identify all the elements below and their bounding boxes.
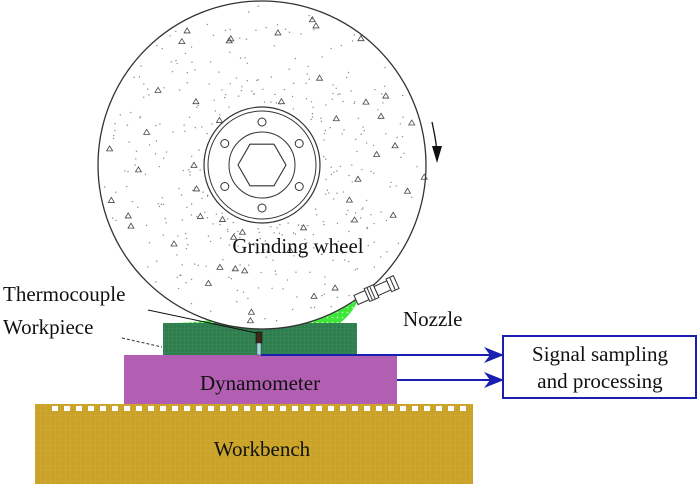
- bolt-hole: [294, 139, 304, 148]
- coolant-flow: [172, 300, 358, 324]
- workpiece-leader: [121, 337, 163, 348]
- workbench: Workbench: [35, 404, 473, 484]
- grinding-wheel-label: Grinding wheel: [232, 234, 363, 258]
- hex-hub: [237, 143, 287, 187]
- bolt-hole: [220, 139, 230, 148]
- bolt-hole: [220, 182, 230, 191]
- bolt-hole: [257, 203, 267, 213]
- rotation-arrow-icon: [431, 121, 442, 163]
- nozzle-label: Nozzle: [403, 307, 462, 331]
- bolt-hole: [257, 117, 267, 127]
- dynamometer: Dynamometer: [124, 355, 397, 404]
- signal-box-line2: and processing: [537, 369, 663, 393]
- bolt-hole: [294, 182, 304, 191]
- signal-box-line1: Signal sampling: [532, 342, 668, 366]
- thermocouple-label: Thermocouple: [3, 282, 125, 306]
- workbench-slots: [52, 406, 466, 411]
- flange-bolts: [220, 117, 304, 213]
- thermocouple-leader: [147, 309, 258, 334]
- workpiece-label: Workpiece: [3, 315, 93, 339]
- dynamometer-label: Dynamometer: [200, 371, 320, 395]
- nozzle-icon: [353, 275, 400, 306]
- abrasive-grains: [103, 5, 428, 324]
- signal-processing-box: Signal sampling and processing: [502, 335, 697, 399]
- workbench-label: Workbench: [214, 437, 311, 461]
- thermocouple: [147, 309, 263, 356]
- grinding-wheel: Grinding wheel: [97, 0, 428, 330]
